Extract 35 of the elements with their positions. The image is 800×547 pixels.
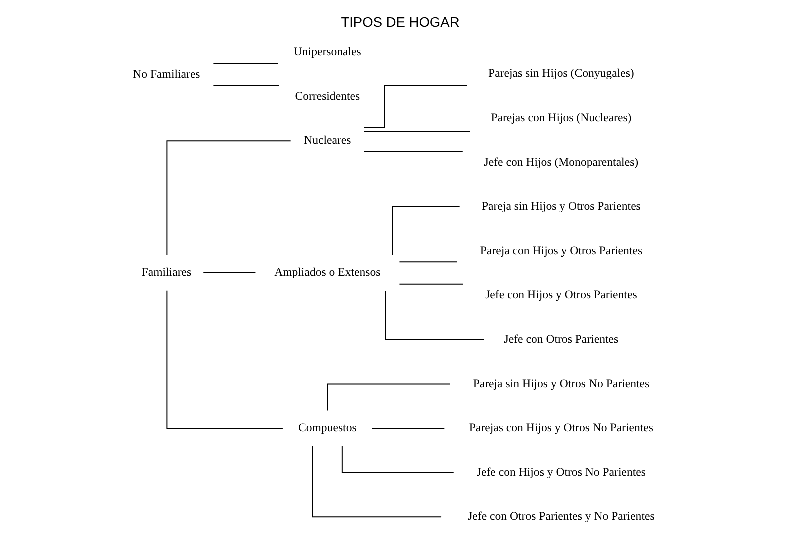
connector (202, 272, 256, 274)
node-text: Jefe con Hijos y Otros Parientes (485, 288, 637, 302)
node-text: Parejas con Hijos (Nucleares) (490, 110, 632, 125)
node-text: Corresidentes (294, 88, 360, 103)
connector (398, 262, 458, 263)
node-text: Nucleares (304, 133, 351, 148)
connector (341, 446, 454, 474)
node-text: Compuestos (298, 420, 356, 435)
connector (363, 84, 468, 128)
diagram-title: TIPOS DE HOGAR (340, 15, 460, 30)
connector (212, 85, 280, 86)
node-text: Jefe con Otros Parientes (504, 332, 618, 346)
node-text: Pareja sin Hijos y Otros No Parientes (472, 376, 650, 390)
connector (326, 384, 450, 412)
node-text: Ampliados o Extensos (274, 265, 380, 280)
node-text: Parejas con Hijos y Otros No Parientes (468, 420, 654, 435)
connector (212, 63, 278, 64)
connector (384, 290, 484, 340)
node-text: Jefe con Otros Parientes y No Parientes (468, 509, 654, 524)
connector (312, 446, 442, 518)
node-text: Familiares (141, 265, 192, 280)
node-text: Jefe con Hijos y Otros No Parientes (476, 464, 646, 479)
connector (363, 151, 463, 152)
node-text: Parejas sin Hijos (Conyugales) (488, 66, 634, 80)
connector (363, 131, 470, 132)
connector (392, 206, 460, 256)
connector (371, 428, 445, 430)
node-text: No Familiares (132, 67, 200, 82)
node-text: Pareja con Hijos y Otros Parientes (480, 243, 642, 258)
connector (166, 140, 291, 256)
connector (398, 284, 464, 285)
node-text: Pareja sin Hijos y Otros Parientes (481, 199, 640, 214)
connector (166, 290, 283, 430)
node-text: Jefe con Hijos (Monoparentales) (484, 154, 638, 169)
node-text: Unipersonales (293, 44, 361, 59)
